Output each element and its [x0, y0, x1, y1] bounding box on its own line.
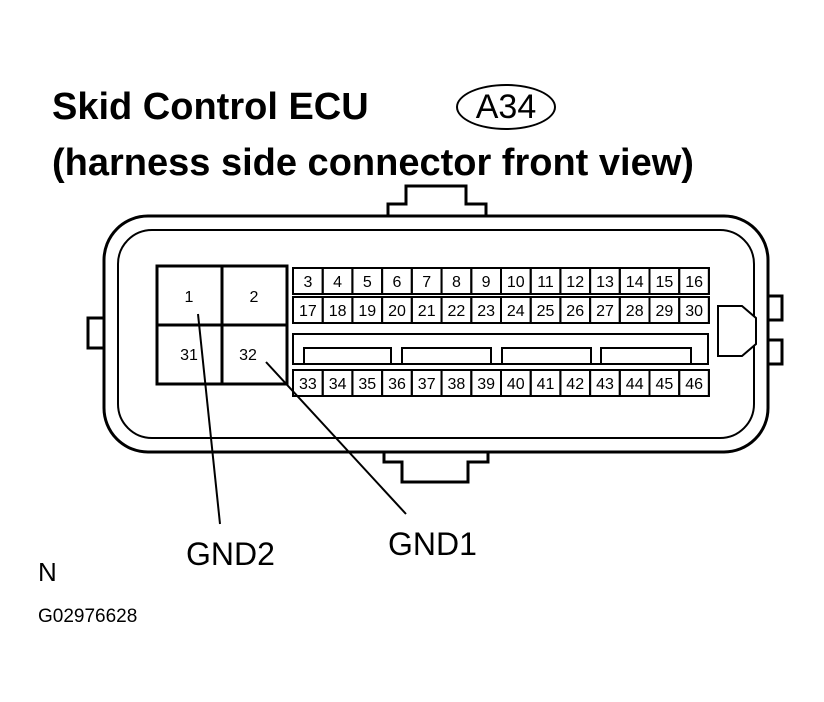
connector-bottom-latch — [382, 450, 490, 484]
pin-label: 8 — [452, 274, 461, 291]
diagram-subtitle: (harness side connector front view) — [52, 142, 694, 184]
pin-label: 6 — [393, 274, 402, 291]
pin-label: 22 — [448, 303, 466, 320]
pin-label: 38 — [448, 376, 466, 393]
pin-label: 42 — [566, 376, 584, 393]
pin-label: 7 — [422, 274, 431, 291]
connector-top-latch — [386, 184, 488, 218]
pin-label: 35 — [358, 376, 376, 393]
pin-label: 43 — [596, 376, 614, 393]
pin-label: 44 — [626, 376, 644, 393]
figure-id: G02976628 — [38, 606, 138, 627]
gnd2-leader-line — [197, 313, 221, 525]
pin-label: 3 — [303, 274, 312, 291]
pin-label: 10 — [507, 274, 525, 291]
gnd1-leader-line — [265, 361, 407, 515]
pin-label: 25 — [537, 303, 555, 320]
pin-cell — [678, 267, 710, 295]
pin-label: 39 — [477, 376, 495, 393]
pin-label: 24 — [507, 303, 525, 320]
pin-label: 33 — [299, 376, 317, 393]
pin-label: 14 — [626, 274, 644, 291]
pin-cell — [678, 369, 710, 397]
pin-label: 1 — [185, 289, 194, 306]
pin-label: 46 — [685, 376, 703, 393]
pin-label: 13 — [596, 274, 614, 291]
diagram-title: Skid Control ECU — [52, 86, 369, 128]
pin-label: 20 — [388, 303, 406, 320]
connector-key-notch — [717, 305, 757, 357]
pin-label: 9 — [482, 274, 491, 291]
pin-label: 5 — [363, 274, 372, 291]
pin-label: 27 — [596, 303, 614, 320]
pin-label: 30 — [685, 303, 703, 320]
pin-label: 4 — [333, 274, 342, 291]
pin-label: 31 — [180, 347, 198, 364]
pin-label: 36 — [388, 376, 406, 393]
pin-label: 19 — [358, 303, 376, 320]
center-slot-bar — [292, 333, 709, 365]
north-marker: N — [38, 557, 57, 587]
pin-label: 23 — [477, 303, 495, 320]
pin-cell — [678, 296, 710, 324]
pin-label: 37 — [418, 376, 436, 393]
gnd2-callout-label: GND2 — [186, 536, 275, 572]
pin-label: 2 — [250, 289, 259, 306]
pin-label: 34 — [329, 376, 347, 393]
connector-code-badge: A34 — [456, 84, 556, 130]
pin-label: 17 — [299, 303, 317, 320]
pin-label: 18 — [329, 303, 347, 320]
large-pin-block — [155, 264, 289, 386]
pin-label: 29 — [656, 303, 674, 320]
pin-label: 26 — [566, 303, 584, 320]
pin-label: 45 — [656, 376, 674, 393]
pin-label: 32 — [239, 347, 257, 364]
pin-label: 40 — [507, 376, 525, 393]
pin-label: 21 — [418, 303, 436, 320]
pin-label: 15 — [656, 274, 674, 291]
pin-label: 11 — [537, 274, 554, 291]
gnd1-callout-label: GND1 — [388, 526, 477, 562]
pin-label: 28 — [626, 303, 644, 320]
pin-label: 41 — [537, 376, 555, 393]
pin-label: 16 — [685, 274, 703, 291]
pin-label: 12 — [566, 274, 584, 291]
